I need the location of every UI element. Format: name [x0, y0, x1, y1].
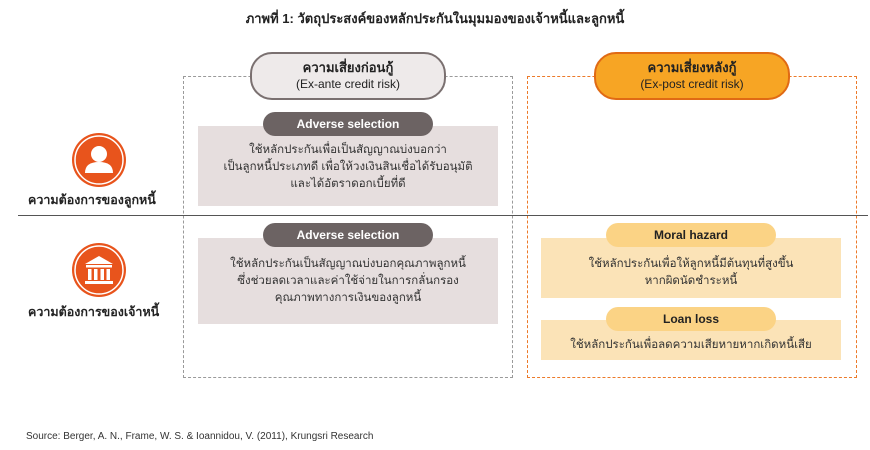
lender-ex-ante-text-2: ซึ่งช่วยลดเวลาและค่าใช้จ่ายในการกลั่นกรอ… — [237, 275, 459, 287]
lender-adverse-selection-tag: Adverse selection — [263, 223, 433, 247]
ex-post-header-label: ความเสี่ยงหลังกู้ — [647, 60, 737, 75]
lender-ex-ante-box: ใช้หลักประกันเป็นสัญญาณบ่งบอกคุณภาพลูกหน… — [198, 238, 498, 324]
page-title: ภาพที่ 1: วัตถุประสงค์ของหลักประกันในมุม… — [245, 11, 625, 26]
lender-ex-ante-text-1: ใช้หลักประกันเป็นสัญญาณบ่งบอกคุณภาพลูกหน… — [230, 258, 466, 270]
ex-post-header: ความเสี่ยงหลังกู้ (Ex-post credit risk) — [594, 52, 790, 100]
person-icon — [72, 133, 126, 187]
borrower-ex-ante-text-1: ใช้หลักประกันเพื่อเป็นสัญญาณบ่งบอกว่า — [249, 144, 447, 156]
ex-post-header-sublabel: (Ex-post credit risk) — [640, 77, 744, 91]
borrower-ex-ante-text-2: เป็นลูกหนี้ประเภทดี เพื่อให้วงเงินสินเชื… — [223, 161, 473, 173]
ex-ante-header: ความเสี่ยงก่อนกู้ (Ex-ante credit risk) — [250, 52, 446, 100]
row-divider — [18, 215, 868, 216]
moral-hazard-tag: Moral hazard — [606, 223, 776, 247]
moral-hazard-text-2: หากผิดนัดชำระหนี้ — [644, 275, 738, 287]
lender-ex-ante-text-3: คุณภาพทางการเงินของลูกหนี้ — [274, 292, 422, 304]
borrower-adverse-selection-tag: Adverse selection — [263, 112, 433, 136]
ex-ante-header-sublabel: (Ex-ante credit risk) — [295, 77, 401, 91]
ex-ante-header-label: ความเสี่ยงก่อนกู้ — [302, 60, 394, 75]
borrower-ex-ante-box: ใช้หลักประกันเพื่อเป็นสัญญาณบ่งบอกว่า เป… — [198, 126, 498, 206]
source-note: Source: Berger, A. N., Frame, W. S. & Io… — [26, 431, 374, 442]
borrower-row-label: ความต้องการของลูกหนี้ — [28, 193, 156, 207]
loan-loss-text-1: ใช้หลักประกันเพื่อลดความเสียหายหากเกิดหน… — [570, 339, 812, 351]
bank-icon — [72, 243, 126, 297]
borrower-ex-ante-text-3: และได้อัตราดอกเบี้ยที่ดี — [290, 178, 406, 190]
moral-hazard-box: ใช้หลักประกันเพื่อให้ลูกหนี้มีต้นทุนที่ส… — [541, 238, 841, 298]
loan-loss-tag: Loan loss — [606, 307, 776, 331]
lender-row-label: ความต้องการของเจ้าหนี้ — [28, 305, 160, 319]
moral-hazard-text-1: ใช้หลักประกันเพื่อให้ลูกหนี้มีต้นทุนที่ส… — [588, 258, 794, 270]
